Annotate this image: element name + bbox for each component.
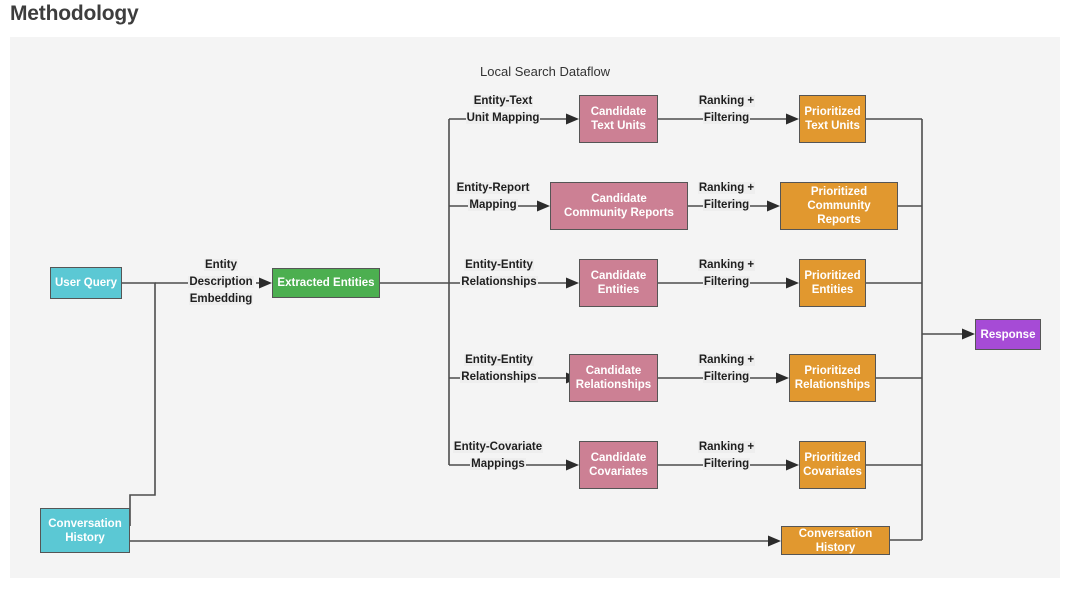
edge-label-ranking-filtering-2: Ranking + Filtering [674, 180, 779, 214]
edge-label-line: Ranking + [697, 259, 756, 271]
edge-label-entity-entity-relationships-1: Entity-Entity Relationships [440, 257, 558, 291]
node-label-line: Entities [597, 284, 640, 296]
diagram-title: Local Search Dataflow [480, 64, 611, 79]
node-candidate-entities[interactable]: Candidate Entities [579, 259, 658, 307]
edge-label-ranking-filtering-5: Ranking + Filtering [674, 439, 779, 473]
node-prioritized-relationships[interactable]: Prioritized Relationships [789, 354, 876, 402]
node-label: Prioritized Text Units [800, 105, 864, 133]
edge-label-ranking-filtering-1: Ranking + Filtering [674, 93, 779, 127]
edge-label-line: Entity-Covariate [452, 441, 544, 453]
node-prioritized-text-units[interactable]: Prioritized Text Units [799, 95, 866, 143]
node-label: Prioritized Entities [800, 269, 864, 297]
edge-label-line: Filtering [702, 371, 751, 383]
node-label-line: Covariates [803, 466, 862, 478]
node-response[interactable]: Response [975, 319, 1041, 350]
edge-label-line: Embedding [188, 293, 254, 305]
edge-label-entity-text-unit-mapping: Entity-Text Unit Mapping [442, 93, 564, 127]
edge-label-ranking-filtering-4: Ranking + Filtering [674, 352, 779, 386]
node-label-line: Prioritized [804, 452, 861, 464]
node-label-line: Covariates [589, 466, 648, 478]
node-label-line: Entities [811, 284, 854, 296]
node-conversation-history-input[interactable]: Conversation History [40, 508, 130, 553]
node-label-line: Prioritized [804, 106, 861, 118]
page-title: Methodology [10, 2, 139, 25]
node-label-line: Relationships [575, 379, 652, 391]
node-label-line: Prioritized [804, 365, 861, 377]
edge-label-entity-description-embedding: Entity Description Embedding [183, 257, 259, 308]
node-label: Candidate Text Units [587, 105, 651, 133]
node-label-line: Text Units [591, 120, 646, 132]
node-label-line: Prioritized [810, 186, 868, 198]
node-label-line: Community Reports [564, 207, 674, 219]
edge-label-line: Entity-Entity [464, 259, 534, 271]
node-candidate-relationships[interactable]: Candidate Relationships [569, 354, 658, 402]
edge-label-line: Filtering [702, 112, 751, 124]
node-label: Conversation History [48, 517, 122, 544]
node-label: User Query [55, 277, 118, 289]
node-label-line: Candidate [590, 452, 647, 464]
node-prioritized-covariates[interactable]: Prioritized Covariates [799, 441, 866, 489]
node-label-line: Community Reports [807, 200, 871, 226]
edge-label-line: Entity-Entity [464, 354, 534, 366]
node-label: Prioritized Covariates [799, 451, 866, 479]
edge-label-line: Ranking + [697, 182, 756, 194]
edge-label-line: Entity [204, 259, 238, 271]
node-label: Prioritized Relationships [791, 364, 874, 392]
diagram-canvas: Local Search Dataflow [10, 37, 1060, 578]
node-label: Candidate Community Reports [560, 192, 678, 220]
node-label-line: Candidate [590, 106, 647, 118]
edge-label-line: Filtering [702, 199, 751, 211]
edge-label-entity-entity-relationships-2: Entity-Entity Relationships [440, 352, 558, 386]
node-conversation-history-output[interactable]: Conversation History [781, 526, 890, 555]
edge-label-line: Entity-Report [455, 182, 531, 194]
node-label: Response [980, 328, 1036, 341]
edge-label-line: Mapping [468, 199, 518, 211]
node-label: Prioritized Community Reports [781, 185, 897, 227]
node-label-line: Relationships [794, 379, 871, 391]
node-label: Candidate Covariates [585, 451, 652, 479]
edge-label-line: Entity-Text [472, 95, 534, 107]
edge-label-line: Ranking + [697, 441, 756, 453]
node-label: Candidate Relationships [572, 364, 655, 392]
edge-label-line: Filtering [702, 276, 751, 288]
node-label-line: Text Units [805, 120, 860, 132]
node-label: Conversation History [798, 527, 873, 554]
edge-label-entity-covariate-mappings: Entity-Covariate Mappings [434, 439, 562, 473]
node-label: Candidate Entities [587, 269, 651, 297]
edge-label-line: Filtering [702, 458, 751, 470]
node-candidate-text-units[interactable]: Candidate Text Units [579, 95, 658, 143]
edge-label-line: Mappings [470, 458, 526, 470]
node-label-line: Candidate [585, 365, 642, 377]
node-label: Extracted Entities [277, 277, 375, 289]
edge-label-line: Description [188, 276, 254, 288]
node-label-line: Prioritized [804, 270, 861, 282]
node-extracted-entities[interactable]: Extracted Entities [272, 268, 380, 298]
node-candidate-covariates[interactable]: Candidate Covariates [579, 441, 658, 489]
node-candidate-community-reports[interactable]: Candidate Community Reports [550, 182, 688, 230]
node-label-line: Candidate [591, 193, 647, 205]
node-label-line: Candidate [590, 270, 647, 282]
edge-label-line: Relationships [460, 371, 538, 383]
node-user-query[interactable]: User Query [50, 267, 122, 299]
edge-label-line: Relationships [460, 276, 538, 288]
edge-label-line: Unit Mapping [465, 112, 541, 124]
node-prioritized-entities[interactable]: Prioritized Entities [799, 259, 866, 307]
edge-label-line: Ranking + [697, 354, 756, 366]
edge-label-ranking-filtering-3: Ranking + Filtering [674, 257, 779, 291]
node-prioritized-community-reports[interactable]: Prioritized Community Reports [780, 182, 898, 230]
edge-label-line: Ranking + [697, 95, 756, 107]
edge-label-entity-report-mapping: Entity-Report Mapping [438, 180, 548, 214]
